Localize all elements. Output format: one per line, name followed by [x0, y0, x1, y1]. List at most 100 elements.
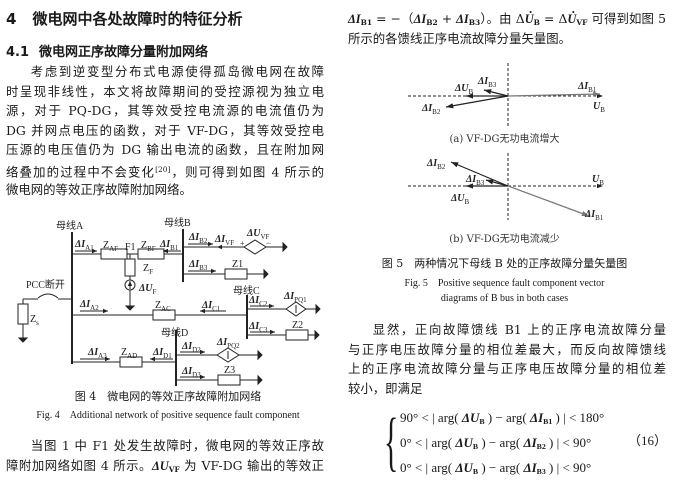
text-line: 障附加网络如图 4 所示。ΔUVF 为 VF-DG 输出的等效正	[6, 456, 324, 476]
label-ib3-a: ΔIB3	[477, 76, 497, 89]
text-line: DG 并网点电压的函数，对于 VF-DG，其等效受控电	[6, 121, 324, 141]
label-minus: −	[266, 238, 271, 248]
text-line: 上的正序电流故障分量与正序电压故障分量的相位差	[348, 359, 666, 379]
text-run: B3	[468, 17, 481, 27]
label-main: ΔI	[188, 259, 200, 270]
label-subscript: s	[36, 319, 39, 327]
label-subscript: D1	[163, 352, 172, 360]
text-run: 所示的各馈线正序电流故障分量矢量图。	[348, 30, 572, 46]
label-subscript: AF	[109, 245, 118, 253]
label-subscript: C1	[212, 305, 221, 313]
text-run: 较小，即满足	[348, 380, 423, 396]
label-uref-b: UB	[592, 174, 604, 187]
text-run: 与正序电压故障分量的相位差最大，而反向故障馈线	[348, 341, 666, 357]
label-main: U	[592, 174, 600, 185]
label-zbf: ZBF	[141, 240, 156, 253]
text-run: B1	[360, 17, 373, 27]
label-subscript: B2	[437, 163, 446, 171]
label-zaf: ZAF	[103, 240, 118, 253]
label-uref-a: UB	[593, 101, 605, 114]
label-main: ΔU	[454, 83, 469, 94]
label-bus-d: 母线D	[161, 326, 188, 339]
text-line: 微电网的等效正序故障附加网络。	[6, 180, 324, 200]
text-run: B	[472, 441, 479, 451]
text-line: 显然，正向故障馈线 B1 上的正序电流故障分量	[348, 320, 666, 340]
label-ia1: ΔIA1	[74, 239, 94, 252]
label-main: ΔI	[181, 366, 193, 377]
text-run: B	[472, 466, 479, 476]
label-zac: ZAC	[155, 300, 171, 313]
text-run: ΔI	[413, 12, 427, 26]
label-ib1: ΔIB1	[159, 239, 179, 252]
label-ia2: ΔIA2	[79, 299, 99, 312]
left-paragraph-1: 考虑到逆变型分布式电源使得孤岛微电网在故障时呈现非线性，本文将故障期间的受控源视…	[6, 62, 324, 199]
text-run: 可得到如图 5	[587, 11, 667, 26]
label-main: ΔI	[87, 347, 99, 358]
label-main: ΔI	[216, 337, 228, 348]
label-main: ΔI	[421, 103, 433, 114]
text-line: ΔIB1 = −（ΔIB2 + ΔIB3）。由 ΔUB = ΔUVF 可得到如图…	[348, 9, 666, 29]
resistor-zaf	[100, 248, 128, 260]
label-main: Z	[155, 300, 161, 311]
label-id2: ΔID2	[181, 341, 201, 354]
label-subscript: C2	[259, 300, 268, 308]
label-main: Z	[121, 347, 127, 358]
label-ib3: ΔIB3	[188, 259, 208, 272]
label-main: ΔI	[214, 234, 226, 245]
pcc-open-switch	[37, 293, 59, 299]
label-subscript: A1	[85, 244, 94, 252]
label-subscript: B1	[170, 244, 179, 252]
right-paragraph-1: ΔIB1 = −（ΔIB2 + ΔIB3）。由 ΔUB = ΔUVF 可得到如图…	[348, 9, 666, 48]
text-run: 微电网的等效正序故障附加网络。	[6, 181, 192, 197]
vector-ib1-b	[507, 185, 590, 217]
text-run: ) − arg(	[478, 435, 524, 450]
label-subscript: B1	[588, 86, 597, 94]
label-main: ΔU	[450, 193, 465, 204]
label-ipq1: ΔIPQ1	[283, 291, 307, 304]
resistor-z1	[224, 268, 248, 280]
resistor-zac	[152, 309, 176, 321]
text-run: 0° < | arg(	[400, 460, 456, 475]
label-zf: ZF	[143, 263, 153, 276]
label-ib2-a: ΔIB2	[421, 103, 441, 116]
text-line: 当图 1 中 F1 处发生故障时，微电网的等效正序故	[6, 436, 324, 456]
label-subscript: B3	[476, 179, 485, 187]
label-ub-b: ΔUB	[450, 193, 470, 206]
label-main: ΔI	[201, 300, 213, 311]
ground-icon	[257, 374, 263, 386]
label-main: Z	[30, 314, 36, 325]
equation-lines: 90° < | arg( ΔUB ) − arg( ΔIB1 ) | < 180…	[392, 405, 667, 480]
ground-icon	[263, 268, 269, 280]
text-run: 显然，正向故障馈线 B1 上的正序电流故障分量	[372, 322, 666, 337]
text-run: U	[567, 12, 576, 26]
label-subscript: PQ2	[227, 342, 240, 350]
label-bus-c: 母线C	[233, 284, 260, 297]
text-run: 络叠加的过程中不会变化	[6, 164, 156, 180]
label-main: +	[240, 239, 245, 248]
label-subscript: B3	[199, 264, 208, 272]
label-main: ΔI	[283, 291, 295, 302]
equation-line: 0° < | arg( ΔUB ) − arg( ΔIB3 ) | < 90°	[400, 455, 667, 480]
label-main: ΔI	[577, 81, 589, 92]
label-subscript: B2	[432, 108, 441, 116]
label-main: ΔI	[477, 76, 489, 87]
ground-icon	[17, 337, 29, 343]
vector-ib2-a	[445, 95, 509, 109]
label-ib3-b: ΔIB3	[465, 174, 485, 187]
ground-icon	[282, 241, 288, 253]
text-run: = Δ	[539, 11, 568, 26]
vector-ib2-b	[450, 161, 509, 187]
ground-icon	[124, 305, 136, 311]
resistor-zf	[124, 258, 136, 277]
label-ub-a: ΔUB	[454, 83, 474, 96]
controlled-voltage-source-vf	[243, 239, 267, 255]
label-main: 母线B	[164, 216, 191, 229]
label-main: ΔI	[181, 341, 193, 352]
text-line: 与正序电压故障分量的相位差最大，而反向故障馈线	[348, 340, 666, 360]
ground-icon	[315, 303, 321, 315]
label-main: −	[266, 238, 271, 248]
label-subscript: F	[149, 268, 153, 276]
text-run: +	[437, 11, 457, 26]
label-z2: Z2	[292, 320, 303, 331]
